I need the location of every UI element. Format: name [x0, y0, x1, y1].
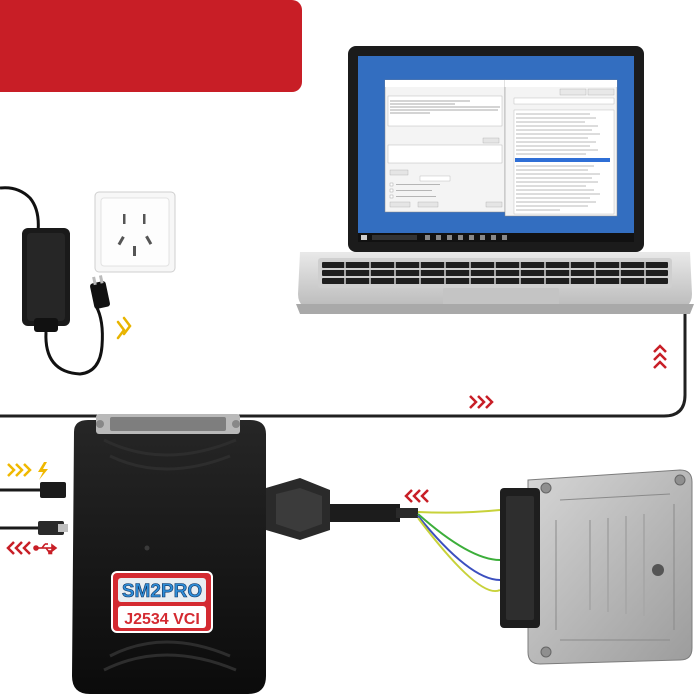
power-adapter: [0, 186, 110, 376]
device-model-label: J2534 VCI: [124, 611, 200, 628]
wire-yellow: [417, 509, 501, 514]
wire-yellow-2: [417, 517, 501, 593]
ecu-module: [500, 469, 693, 665]
laptop: [296, 46, 694, 314]
lightning-icon: [38, 462, 48, 480]
wall-socket: [94, 191, 176, 273]
device-brand-label: SM2PRO: [122, 581, 202, 602]
chevrons-right-icon: [7, 463, 32, 477]
wire-green: [417, 513, 501, 561]
chevrons-left-icon: [6, 541, 31, 555]
chevrons-left-icon: [404, 489, 429, 503]
sm2pro-device: [72, 414, 266, 694]
usb-icon: [33, 543, 58, 555]
chevrons-right-icon: [469, 395, 494, 409]
chevrons-up-icon: [653, 344, 667, 369]
banner-line-1: Device: [550, 4, 676, 46]
wire-blue: [417, 515, 501, 581]
power-arrows-icon: [116, 316, 132, 340]
usb-cable-laptop: [0, 308, 687, 418]
device-connection-banner: Device Connection: [0, 0, 676, 92]
laptop-trackpad: [443, 288, 559, 306]
